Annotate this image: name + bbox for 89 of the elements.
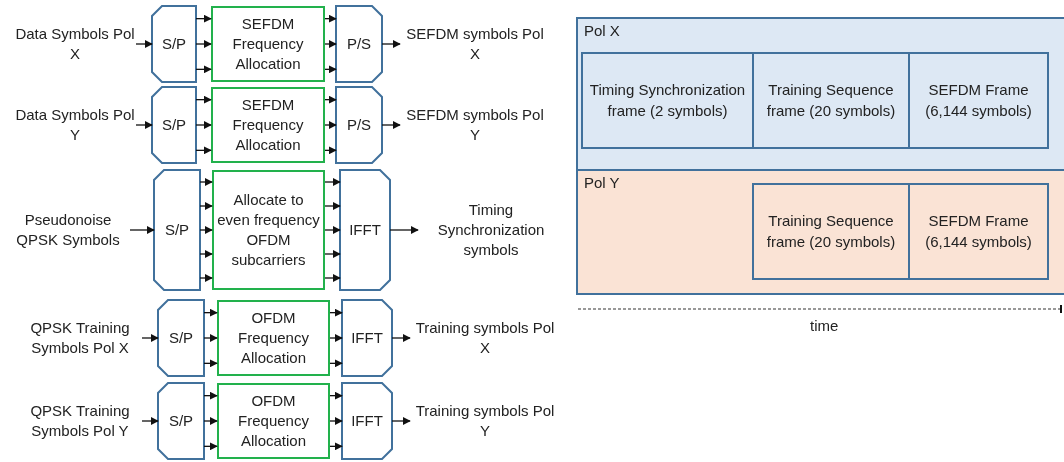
allocation-box xyxy=(211,6,325,82)
polarization-band xyxy=(576,169,1064,295)
block-label: S/P xyxy=(164,219,190,240)
arrow xyxy=(329,417,343,425)
arrow xyxy=(195,121,212,129)
block-label: P/S xyxy=(346,33,372,54)
frame-label: Training Sequence frame (20 symbols) xyxy=(765,211,897,252)
arrow xyxy=(324,178,341,186)
arrow xyxy=(391,334,411,342)
arrow xyxy=(391,417,411,425)
band-label: Pol X xyxy=(584,22,620,39)
arrow xyxy=(203,442,218,451)
signal-label: Timing Synchronization symbols xyxy=(418,194,564,266)
arrow xyxy=(195,146,212,155)
box-label: SEFDM Frequency Allocation xyxy=(231,13,305,75)
frame-box xyxy=(581,52,754,149)
block-label: IFFT xyxy=(351,327,383,348)
arrow xyxy=(381,121,401,129)
arrow xyxy=(203,334,218,342)
signal-label: SEFDM symbols Pol X xyxy=(400,18,550,70)
allocation-box xyxy=(217,300,330,376)
frame-label: SEFDM Frame (6,144 symbols) xyxy=(924,80,1033,121)
arrow xyxy=(203,359,218,368)
signal-label: QPSK Training Symbols Pol X xyxy=(18,312,142,364)
box-label: OFDM Frequency Allocation xyxy=(237,390,310,452)
arrow xyxy=(324,95,337,104)
arrow xyxy=(329,391,343,400)
arrow xyxy=(199,250,213,258)
arrow xyxy=(135,121,153,129)
arrow xyxy=(203,417,218,425)
frame-box xyxy=(752,183,910,280)
block-label: S/P xyxy=(168,410,194,431)
signal-label: Pseudonoise QPSK Symbols xyxy=(6,204,130,256)
block-label: S/P xyxy=(161,33,187,54)
frame-label: SEFDM Frame (6,144 symbols) xyxy=(924,211,1033,252)
arrow xyxy=(129,226,155,234)
arrow xyxy=(329,334,343,342)
arrow xyxy=(329,442,343,451)
arrow xyxy=(195,14,212,23)
block-label: IFFT xyxy=(351,410,383,431)
arrow xyxy=(381,40,401,48)
arrow xyxy=(195,40,212,48)
arrow xyxy=(324,121,337,129)
arrow xyxy=(141,417,159,425)
frame-box xyxy=(752,52,910,149)
allocation-box xyxy=(217,383,330,459)
arrow xyxy=(195,95,212,104)
arrow xyxy=(324,14,337,23)
arrow xyxy=(324,146,337,155)
arrow xyxy=(324,202,341,210)
box-label: SEFDM Frequency Allocation xyxy=(231,94,305,156)
arrow xyxy=(141,334,159,342)
signal-label: QPSK Training Symbols Pol Y xyxy=(18,395,142,447)
signal-label: Training symbols Pol Y xyxy=(410,395,560,447)
arrow xyxy=(324,40,337,48)
polarization-band xyxy=(576,17,1064,171)
frame-label: Timing Synchronization frame (2 symbols) xyxy=(588,80,747,121)
band-label: Pol Y xyxy=(584,174,620,191)
block-label: S/P xyxy=(168,327,194,348)
block-label: S/P xyxy=(161,114,187,135)
arrow xyxy=(203,391,218,400)
frame-label: Training Sequence frame (20 symbols) xyxy=(765,80,897,121)
arrow xyxy=(199,202,213,210)
signal-label: Data Symbols Pol X xyxy=(14,18,136,70)
arrow xyxy=(329,308,343,317)
arrow xyxy=(329,359,343,368)
signal-label: Training symbols Pol X xyxy=(410,312,560,364)
arrow xyxy=(324,274,341,282)
axis-label: time xyxy=(810,317,839,334)
arrow xyxy=(324,226,341,234)
block-label: P/S xyxy=(346,114,372,135)
arrow xyxy=(199,178,213,186)
arrow xyxy=(324,65,337,74)
signal-label: Data Symbols Pol Y xyxy=(14,99,136,151)
signal-label: SEFDM symbols Pol Y xyxy=(400,99,550,151)
frame-box xyxy=(908,183,1049,280)
box-label: OFDM Frequency Allocation xyxy=(237,307,310,369)
arrow xyxy=(324,250,341,258)
block-label: IFFT xyxy=(349,219,381,240)
allocation-box xyxy=(211,87,325,163)
arrow xyxy=(199,274,213,282)
box-label: Allocate to even frequency OFDM subcarriers xyxy=(216,189,321,271)
frame-box xyxy=(908,52,1049,149)
allocation-box xyxy=(212,170,325,290)
arrow xyxy=(195,65,212,74)
arrow xyxy=(203,308,218,317)
arrow xyxy=(389,226,419,234)
arrow xyxy=(135,40,153,48)
arrow xyxy=(199,226,213,234)
